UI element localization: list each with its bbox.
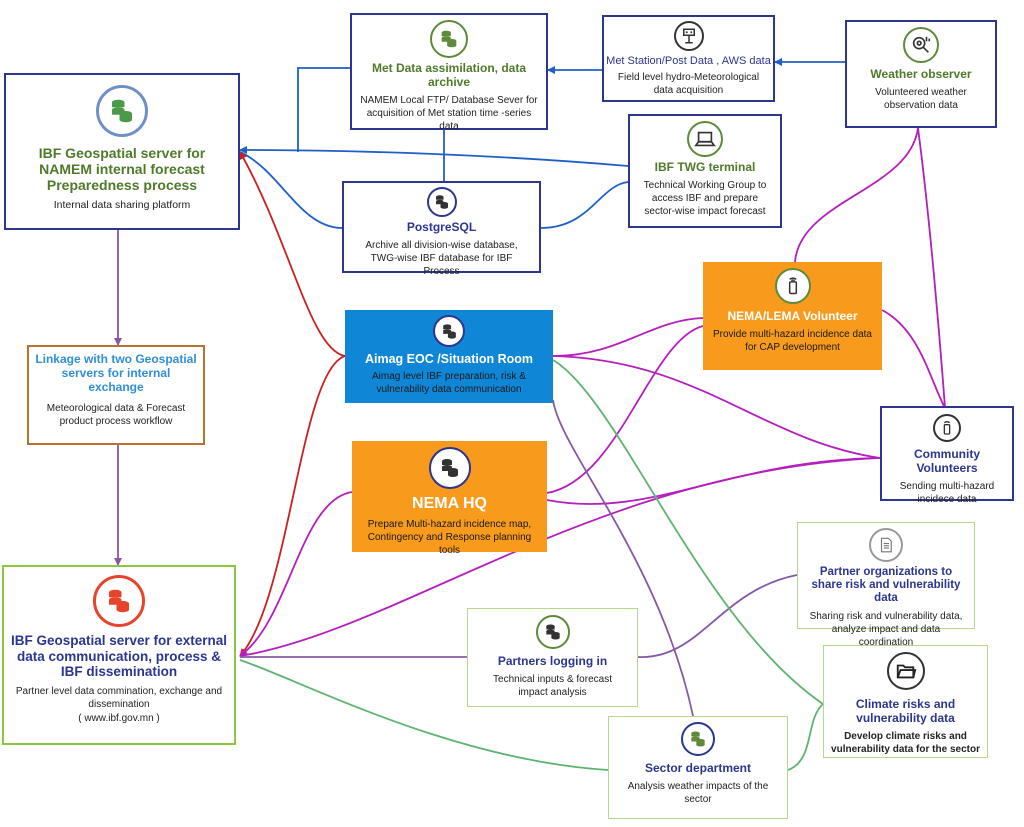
observer-icon <box>903 27 939 63</box>
database-icon <box>428 447 471 489</box>
node-description: Technical Working Group to access IBF an… <box>643 179 767 217</box>
link-postgres-to-twg <box>540 181 629 229</box>
node-title: Community Volunteers <box>914 447 980 475</box>
mobile-phone-icon <box>933 414 961 442</box>
link-eoc-to-community <box>552 355 881 459</box>
node-title: IBF TWG terminal <box>654 160 756 174</box>
database-icon <box>93 575 145 627</box>
aimag-eoc-box: Aimag EOC /Situation Room Aimag level IB… <box>345 310 553 403</box>
node-title: NEMA HQ <box>412 495 487 512</box>
database-icon <box>430 20 468 58</box>
ibf-twg-terminal-box: IBF TWG terminal Technical Working Group… <box>628 114 782 228</box>
met-station-box: Met Station/Post Data , AWS data Field l… <box>602 15 775 102</box>
node-description: Prepare Multi-hazard incidence map, Cont… <box>367 519 532 557</box>
node-title: Linkage with two Geospatial servers for … <box>35 352 197 394</box>
link-eoc-to-external <box>239 355 346 657</box>
node-title: Weather observer <box>870 67 972 81</box>
link-internal-to-eoc <box>239 151 346 357</box>
link-eoc-to-climate <box>552 359 824 705</box>
link-volunteer-to-community <box>881 309 946 409</box>
node-title: NEMA/LEMA Volunteer <box>727 309 858 323</box>
node-title: Met Data assimilation, data archive <box>371 61 527 89</box>
node-description: Archive all division-wise database, TWG-… <box>365 239 518 277</box>
node-description: Technical inputs & forecast impact analy… <box>493 673 612 698</box>
nema-hq-box: NEMA HQ Prepare Multi-hazard incidence m… <box>352 441 547 556</box>
link-sector-to-climate <box>787 703 824 771</box>
node-title: Climate risks and vulnerability data <box>855 697 956 725</box>
node-description: NAMEM Local FTP/ Database Sever for acqu… <box>360 94 538 132</box>
node-title: Aimag EOC /Situation Room <box>364 352 534 366</box>
partners-logging-box: Partners logging in Technical inputs & f… <box>467 608 638 707</box>
node-description: Analysis weather impacts of the sector <box>627 780 769 805</box>
node-description: Meteorological data & Forecast product p… <box>46 403 186 428</box>
climate-risks-box: Climate risks and vulnerability data Dev… <box>823 645 988 758</box>
node-title: PostgreSQL <box>406 220 477 234</box>
link-partnerorgs-to-partners <box>637 574 798 658</box>
met-assimilation-box: Met Data assimilation, data archive NAME… <box>350 13 548 132</box>
partner-organizations-box: Partner organizations to share risk and … <box>797 522 975 648</box>
link-sector-to-external <box>239 659 609 771</box>
link-observer-to-volunteer <box>794 127 919 263</box>
node-title: Sector department <box>644 761 752 775</box>
laptop-icon <box>687 121 723 157</box>
mobile-phone-icon <box>774 268 811 304</box>
database-icon <box>426 187 457 217</box>
link-twg-to-internal <box>239 146 629 167</box>
ibf-external-server-box: IBF Geospatial server for external data … <box>2 565 236 745</box>
postgresql-box: PostgreSQL Archive all division-wise dat… <box>342 181 541 277</box>
node-description: Sending multi-hazard incidece data <box>899 480 995 505</box>
node-title: Partner organizations to share risk and … <box>811 566 961 605</box>
folder-icon <box>886 652 925 690</box>
node-description: Volunteered weather observation data <box>875 86 967 111</box>
node-description: Sharing risk and vulnerability data, ana… <box>809 610 963 648</box>
link-eoc-to-volunteer <box>552 317 704 357</box>
weather-station-icon <box>673 21 704 51</box>
sector-department-box: Sector department Analysis weather impac… <box>608 716 788 819</box>
link-eoc-to-sector <box>552 399 694 717</box>
ibf-internal-server-box: IBF Geospatial server for NAMEM internal… <box>4 73 240 230</box>
link-observer-to-community <box>917 127 946 409</box>
community-volunteers-box: Community Volunteers Sending multi-hazar… <box>880 406 1014 505</box>
document-icon <box>869 528 903 562</box>
database-icon <box>433 315 465 347</box>
database-icon <box>681 722 715 756</box>
node-description: Provide multi-hazard incidence data for … <box>713 328 872 353</box>
link-nemahq-to-external <box>239 491 353 657</box>
link-nemahq-to-volunteer <box>546 325 704 494</box>
node-description: Aimag level IBF preparation, risk & vuln… <box>372 371 526 396</box>
link-nemahq-to-community <box>546 457 881 505</box>
linkage-box: Linkage with two Geospatial servers for … <box>27 345 205 445</box>
link-postgres-to-internal <box>239 151 343 229</box>
ibf-website-url[interactable]: ( www.ibf.gov.mn ) <box>78 712 160 724</box>
node-description: Partner level data commination, exchange… <box>15 685 223 710</box>
nema-volunteer-box: NEMA/LEMA Volunteer Provide multi-hazard… <box>703 262 882 370</box>
weather-observer-box: Weather observer Volunteered weather obs… <box>845 20 997 128</box>
database-icon <box>96 85 148 137</box>
link-assim-to-internal <box>297 67 350 152</box>
node-description: Develop climate risks and vulnerability … <box>831 730 980 755</box>
node-description: Field level hydro-Meteorological data ac… <box>617 71 760 96</box>
node-description: Internal data sharing platform <box>53 199 191 212</box>
database-icon <box>535 615 570 649</box>
node-title: IBF Geospatial server for NAMEM internal… <box>38 145 206 194</box>
node-title: Partners logging in <box>497 654 608 668</box>
node-title: Met Station/Post Data , AWS data <box>606 55 771 67</box>
node-title: IBF Geospatial server for external data … <box>10 633 228 680</box>
